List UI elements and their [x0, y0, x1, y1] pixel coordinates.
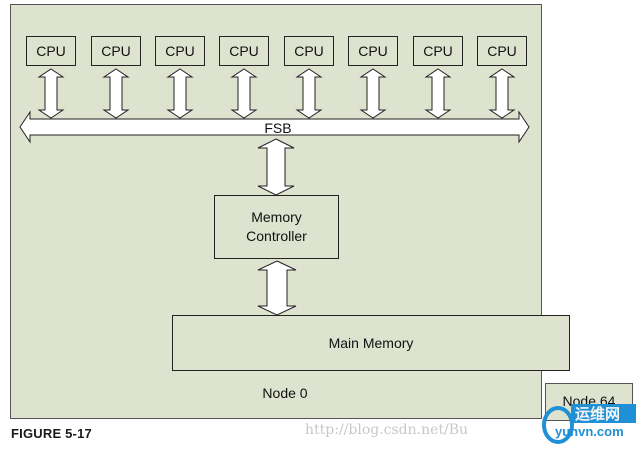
- figure-caption: FIGURE 5-17: [11, 426, 92, 441]
- cpu-label: CPU: [487, 43, 517, 59]
- logo-chinese-text: 运维网: [575, 406, 621, 423]
- controller-to-memory-arrow: [257, 260, 297, 316]
- cpu-box-5: CPU: [284, 36, 334, 66]
- cpu-label: CPU: [165, 43, 195, 59]
- cpu-fsb-arrow-5: [295, 68, 323, 119]
- cpu-arrow-group: [37, 68, 516, 119]
- cpu-fsb-arrow-2: [102, 68, 130, 119]
- main-memory-label: Main Memory: [328, 335, 414, 351]
- fsb-to-controller-arrow: [257, 138, 295, 196]
- cpu-box-4: CPU: [219, 36, 269, 66]
- cpu-fsb-arrow-7: [424, 68, 452, 119]
- memory-controller-label: Memory Controller: [246, 209, 307, 244]
- fsb-label: FSB: [264, 120, 292, 136]
- watermark-url: http://blog.csdn.net/Bu: [305, 422, 469, 438]
- cpu-label: CPU: [358, 43, 388, 59]
- cpu-label: CPU: [101, 43, 131, 59]
- logo-english-text: yunvn.com: [555, 424, 624, 439]
- cpu-box-2: CPU: [91, 36, 141, 66]
- cpu-box-7: CPU: [413, 36, 463, 66]
- cpu-fsb-arrow-8: [488, 68, 516, 119]
- yunvn-logo-icon: [542, 404, 636, 444]
- cpu-fsb-arrow-4: [230, 68, 258, 119]
- cpu-box-8: CPU: [477, 36, 527, 66]
- cpu-fsb-arrow-6: [359, 68, 387, 119]
- cpu-box-3: CPU: [155, 36, 205, 66]
- memory-controller-box: Memory Controller: [214, 195, 339, 259]
- cpu-label: CPU: [423, 43, 453, 59]
- cpu-label: CPU: [294, 43, 324, 59]
- fsb-bus-arrow: [19, 110, 530, 144]
- cpu-box-1: CPU: [26, 36, 76, 66]
- main-memory-box: Main Memory: [172, 315, 570, 371]
- cpu-fsb-arrow-1: [37, 68, 65, 119]
- cpu-box-6: CPU: [348, 36, 398, 66]
- cpu-label: CPU: [229, 43, 259, 59]
- cpu-label: CPU: [36, 43, 66, 59]
- cpu-fsb-arrow-3: [166, 68, 194, 119]
- node-0-label: Node 0: [262, 385, 308, 401]
